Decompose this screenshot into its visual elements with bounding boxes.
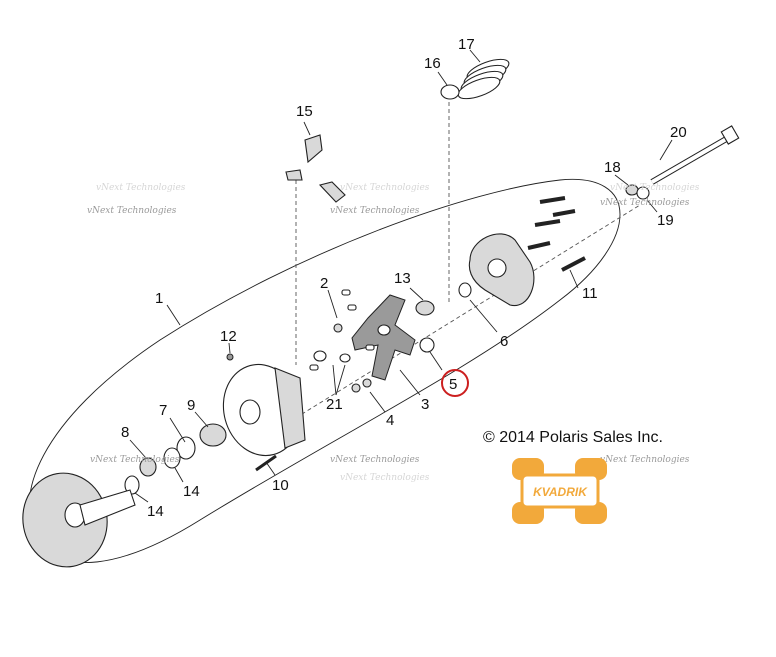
callout-6: 6: [500, 333, 508, 350]
roller-part-5: [419, 337, 435, 353]
washer-part-19: [636, 186, 650, 200]
sheave-part-10: [222, 363, 306, 472]
svg-text:vNext Technologies: vNext Technologies: [600, 455, 690, 465]
svg-text:vNext Technologies: vNext Technologies: [340, 183, 430, 193]
callout-16: 16: [424, 55, 441, 72]
spring-part: [457, 58, 510, 100]
screw-part-12: [226, 353, 234, 361]
small-hardware-parts: [309, 289, 375, 393]
callout-21: 21: [326, 396, 343, 413]
svg-text:vNext Technologies: vNext Technologies: [96, 183, 186, 193]
svg-text:vNext Technologies: vNext Technologies: [87, 206, 177, 216]
callout-17: 17: [458, 36, 475, 53]
ring-part-14a: [163, 447, 181, 469]
washer-part-16: [440, 84, 460, 100]
ring-part-7: [176, 436, 196, 460]
callout-20: 20: [670, 124, 687, 141]
callout-18: 18: [604, 159, 621, 176]
callout-13: 13: [394, 270, 411, 287]
axis-dash-line-main: [259, 204, 641, 441]
callout-3: 3: [421, 396, 429, 413]
svg-text:vNext Technologies: vNext Technologies: [600, 198, 690, 208]
nut-part-13: [415, 300, 435, 316]
spider-part-3: [351, 294, 416, 381]
ring-part-14b: [124, 475, 140, 495]
callout-19: 19: [657, 212, 674, 229]
callout-12: 12: [220, 328, 237, 345]
highlight-circle: [441, 369, 469, 397]
callout-7: 7: [159, 402, 167, 419]
leader-lines: [129, 49, 673, 503]
callout-labels: 1 2 3 4 5 6 7 8 9 10 11 12 13 14 14 15 1…: [121, 36, 687, 520]
svg-text:vNext Technologies: vNext Technologies: [90, 455, 180, 465]
callout-8: 8: [121, 424, 129, 441]
callout-5: 5: [449, 376, 457, 393]
callout-2: 2: [320, 275, 328, 292]
copyright-text: © 2014 Polaris Sales Inc.: [483, 429, 663, 446]
bushing-part-9: [199, 423, 227, 447]
callout-14b: 14: [147, 503, 164, 520]
callout-9: 9: [187, 397, 195, 414]
svg-text:KVADRIK: KVADRIK: [533, 485, 588, 499]
clip-part-15: [285, 134, 346, 203]
watermarks: vNext Technologies vNext Technologies vN…: [87, 183, 700, 483]
kvadrik-logo: KVADRIK: [512, 458, 607, 524]
callout-4: 4: [386, 412, 394, 429]
callout-11: 11: [582, 285, 598, 302]
cover-plate-part-6: [458, 233, 535, 306]
callout-14a: 14: [183, 483, 200, 500]
svg-text:vNext Technologies: vNext Technologies: [340, 473, 430, 483]
svg-text:vNext Technologies: vNext Technologies: [610, 183, 700, 193]
callout-1: 1: [155, 290, 163, 307]
bolts-part-11: [527, 196, 586, 272]
fixed-sheave-fan: [22, 472, 136, 568]
svg-text:vNext Technologies: vNext Technologies: [330, 455, 420, 465]
spacer-part-8: [139, 457, 157, 477]
long-bolt-part-20: [650, 125, 740, 185]
assembly-outline: [28, 178, 621, 564]
callout-15: 15: [296, 103, 313, 120]
svg-text:vNext Technologies: vNext Technologies: [330, 206, 420, 216]
callout-10: 10: [272, 477, 289, 494]
